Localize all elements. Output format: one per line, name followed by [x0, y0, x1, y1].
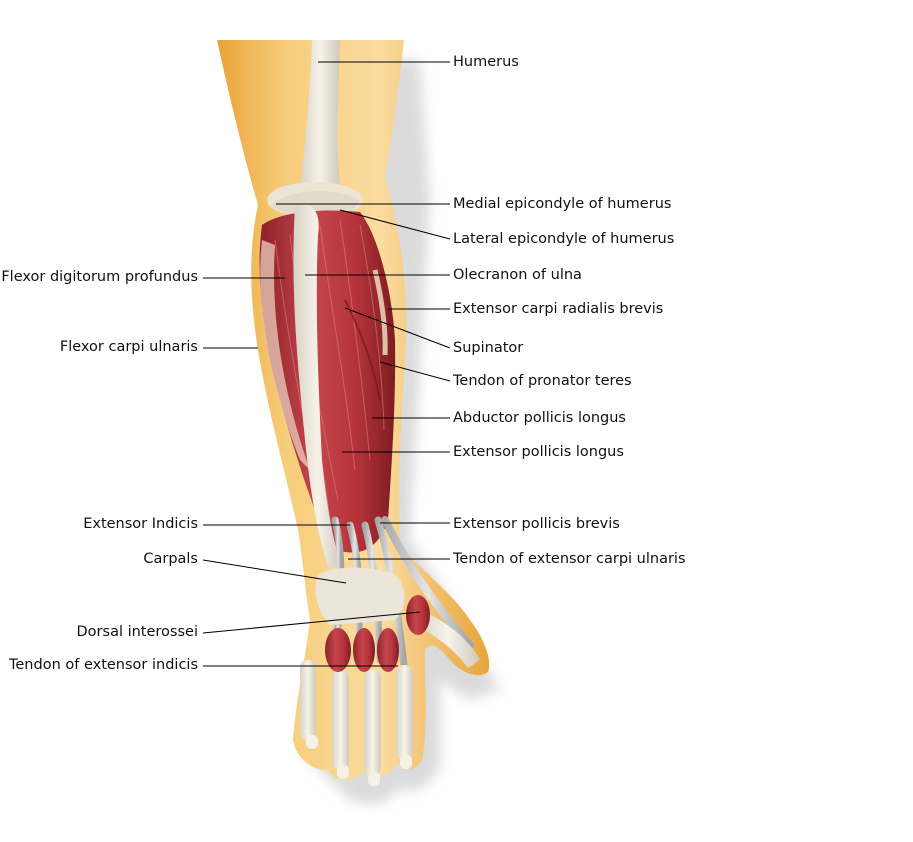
label-tendon-pronator-teres: Tendon of pronator teres: [453, 373, 632, 389]
label-extensor-indicis: Extensor Indicis: [83, 516, 198, 532]
label-extensor-pollicis-brevis: Extensor pollicis brevis: [453, 516, 620, 532]
label-carpals: Carpals: [143, 551, 198, 567]
leader-lines: [202, 61, 451, 667]
label-abductor-pollicis-longus: Abductor pollicis longus: [453, 410, 626, 426]
label-flexor-carpi-ulnaris: Flexor carpi ulnaris: [59, 339, 198, 355]
forearm-muscles: [259, 210, 396, 553]
label-extensor-pollicis-longus: Extensor pollicis longus: [453, 444, 624, 460]
hand-skeleton: [300, 567, 480, 786]
label-tendon-extensor-indicis: Tendon of extensor indicis: [8, 657, 198, 673]
ulna-bone: [293, 203, 342, 570]
label-supinator: Supinator: [453, 340, 524, 356]
dorsal-interossei-muscles: [325, 595, 430, 672]
label-olecranon: Olecranon of ulna: [453, 267, 582, 283]
label-dorsal-interossei: Dorsal interossei: [76, 624, 198, 640]
label-extensor-carpi-radialis-brevis: Extensor carpi radialis brevis: [453, 301, 664, 317]
label-humerus: Humerus: [453, 54, 519, 70]
label-medial-epicondyle: Medial epicondyle of humerus: [453, 196, 672, 212]
label-flexor-digitorum-profundus: Flexor digitorum profundus: [1, 269, 198, 285]
label-tendon-extensor-carpi-ulnaris: Tendon of extensor carpi ulnaris: [453, 551, 686, 567]
label-lateral-epicondyle: Lateral epicondyle of humerus: [453, 231, 675, 247]
